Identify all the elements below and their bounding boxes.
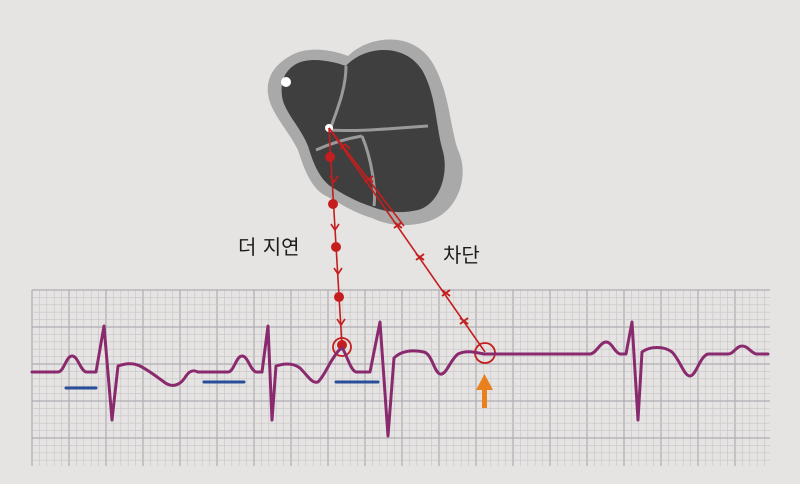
label-block: 차단	[443, 243, 480, 267]
conduction-delay-path	[325, 127, 352, 357]
sa-node	[281, 77, 291, 87]
up-arrow-icon	[476, 374, 493, 408]
label-delay: 더 지연	[238, 235, 300, 259]
pr-interval-markers	[64, 380, 380, 390]
ecg-grid	[31, 289, 770, 466]
heart-septum-lines	[315, 65, 429, 207]
ecg-trace	[30, 320, 770, 438]
heart-icon	[267, 39, 463, 226]
